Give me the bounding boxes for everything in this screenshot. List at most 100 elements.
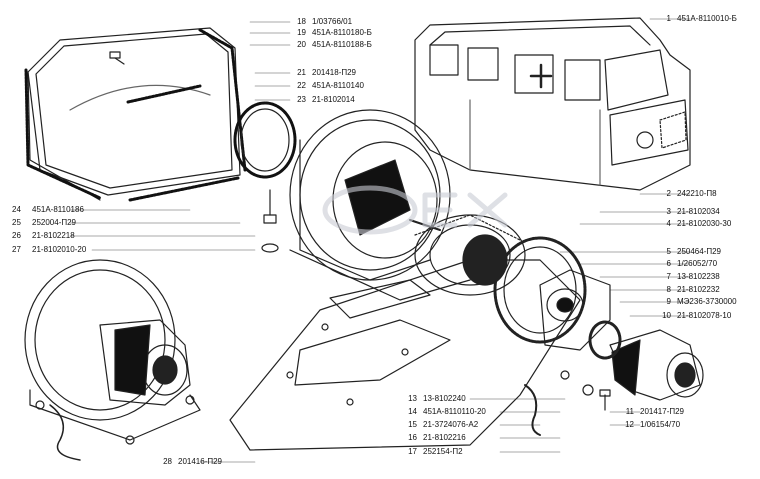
callout-number: 28: [163, 457, 172, 466]
watermark-logo: [322, 185, 508, 235]
callout-number: 3: [666, 207, 671, 216]
part-code: 451A-8110110-20: [423, 407, 486, 416]
callout-number: 11: [625, 407, 634, 416]
callout-number: 21: [297, 68, 306, 77]
part-code: 21-8102014: [312, 95, 355, 104]
callout-25: 25 252004-П29: [12, 218, 76, 228]
callout-number: 7: [666, 272, 671, 281]
callout-11: 11 201417-П29: [622, 407, 684, 417]
part-code: 250464-П29: [677, 247, 722, 256]
callout-number: 4: [666, 219, 671, 228]
part-code: 13-8102238: [677, 272, 720, 281]
motor: [588, 320, 704, 401]
callout-number: 9: [666, 297, 671, 306]
callout-9: 9 МЭ236-3730000: [659, 297, 737, 307]
callout-7: 7 13-8102238: [659, 272, 720, 282]
callout-6: 6 1/26052/70: [659, 259, 718, 269]
part-code: 21-8102010-20: [32, 245, 87, 254]
callout-20: 20 451A-8110188-Б: [294, 40, 372, 50]
base-plate: [229, 259, 581, 451]
part-code: 1/03766/01: [312, 17, 353, 26]
part-code: 21-8102232: [677, 285, 720, 294]
bolt-11: [582, 384, 611, 411]
part-code: 451A-8110188-Б: [312, 40, 372, 49]
callout-number: 27: [12, 245, 21, 254]
cover-panel: [27, 27, 241, 201]
seal-strips: [24, 28, 247, 202]
callout-4: 4 21-8102030-30: [659, 219, 732, 229]
fan-housing: [289, 109, 471, 301]
callout-number: 19: [297, 28, 306, 37]
callout-number: 10: [662, 311, 671, 320]
callout-number: 24: [12, 205, 21, 214]
callout-number: 8: [666, 285, 671, 294]
small-screw-18: [109, 51, 125, 65]
part-code: 1/26052/70: [677, 259, 718, 268]
callout-23: 23 21-8102014: [294, 95, 355, 105]
callout-27: 27 21-8102010-20: [12, 245, 86, 255]
callout-number: 20: [297, 40, 306, 49]
callout-10: 10 21-8102078-10: [659, 311, 731, 321]
callout-number: 25: [12, 218, 21, 227]
part-code: 201416-П29: [178, 457, 223, 466]
part-code: 21-8102218: [32, 231, 75, 240]
callout-number: 16: [408, 433, 417, 442]
callout-5: 5 250464-П29: [659, 247, 721, 257]
callout-28: 28 201416-П29: [160, 457, 222, 467]
part-code: МЭ236-3730000: [677, 297, 737, 306]
leader-lines: [69, 18, 691, 463]
part-code: 242210-П8: [677, 189, 717, 198]
van-body: [414, 17, 691, 191]
part-code: 451A-8110140: [312, 81, 364, 90]
part-code: 201417-П29: [640, 407, 685, 416]
part-code: 252004-П29: [32, 218, 77, 227]
callout-19: 19 451A-8110180-Б: [294, 28, 372, 38]
part-code: 21-3724076-A2: [423, 420, 479, 429]
wire-15: [524, 370, 570, 436]
part-code: 21-8102034: [677, 207, 720, 216]
callout-number: 14: [408, 407, 417, 416]
part-code: 451A-8110180-Б: [312, 28, 372, 37]
callout-21: 21 201418-П29: [294, 68, 356, 78]
part-code: 21-8102030-30: [677, 219, 732, 228]
part-code: 13-8102240: [423, 394, 466, 403]
callout-15: 15 21-3724076-A2: [405, 420, 478, 430]
callout-18: 18 1/03766/01: [294, 17, 352, 27]
callout-number: 23: [297, 95, 306, 104]
callout-24: 24 451A-8110186: [12, 205, 84, 215]
part-code: 252154-П2: [423, 447, 463, 456]
callout-number: 13: [408, 394, 417, 403]
callout-1: 1 451A-8110010-Б: [659, 14, 737, 24]
callout-number: 22: [297, 81, 306, 90]
part-code: 1/06154/70: [640, 420, 681, 429]
flange-gasket: [493, 236, 587, 344]
callout-2: 2 242210-П8: [659, 189, 717, 199]
callout-13: 13 13-8102240: [405, 394, 466, 404]
callout-3: 3 21-8102034: [659, 207, 720, 217]
callout-26: 26 21-8102218: [12, 231, 75, 241]
mount-flange: [539, 269, 611, 351]
part-code: 451A-8110010-Б: [677, 14, 737, 23]
gasket-ring: [233, 101, 297, 179]
callout-number: 18: [297, 17, 306, 26]
callout-number: 17: [408, 447, 417, 456]
callout-number: 26: [12, 231, 21, 240]
callout-number: 2: [666, 189, 671, 198]
callout-number: 1: [666, 14, 671, 23]
assembled-heater: [24, 259, 201, 461]
callout-8: 8 21-8102232: [659, 285, 720, 295]
part-code: 21-8102078-10: [677, 311, 732, 320]
callout-number: 12: [625, 420, 634, 429]
callout-22: 22 451A-8110140: [294, 81, 364, 91]
bolt-25: [261, 189, 279, 253]
callout-12: 12 1/06154/70: [622, 420, 680, 430]
part-code: 201418-П29: [312, 68, 357, 77]
callout-number: 6: [666, 259, 671, 268]
callout-16: 16 21-8102216: [405, 433, 466, 443]
part-code: 21-8102216: [423, 433, 466, 442]
part-code: 451A-8110186: [32, 205, 84, 214]
callout-number: 15: [408, 420, 417, 429]
callout-number: 5: [666, 247, 671, 256]
